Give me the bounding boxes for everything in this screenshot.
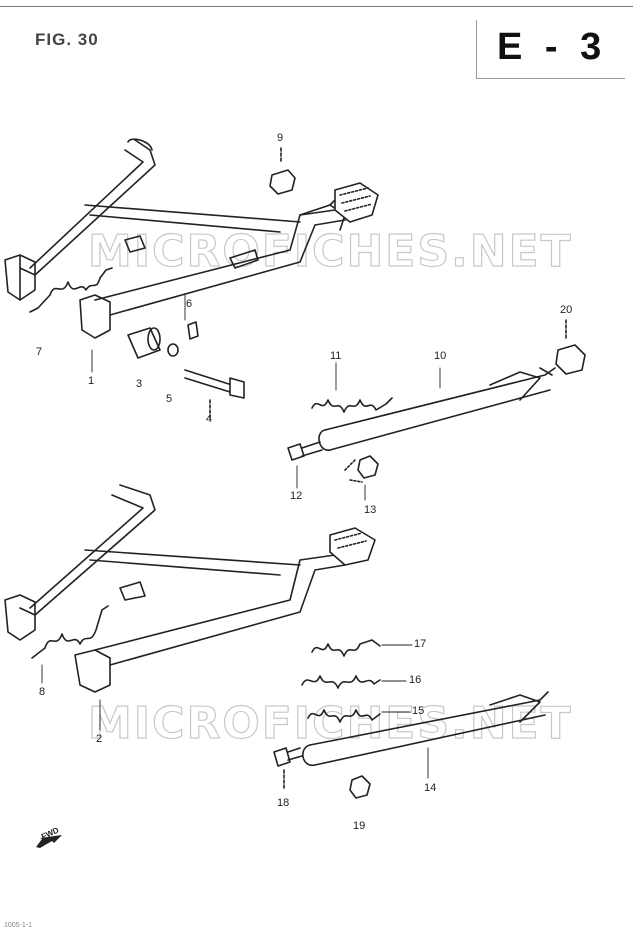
side-stand-upper xyxy=(287,319,586,483)
callout-6: 6 xyxy=(186,298,193,310)
watermark-top: MICROFICHES.NET xyxy=(87,225,573,277)
callout-11: 11 xyxy=(330,350,342,362)
section-code: E - 3 xyxy=(497,26,608,68)
leader-lines xyxy=(41,294,441,779)
callout-18: 18 xyxy=(277,797,290,809)
callout-12: 12 xyxy=(290,490,303,502)
callout-10: 10 xyxy=(434,350,447,362)
center-stand-lower xyxy=(4,484,376,693)
parts-3-4-5-pivot xyxy=(127,321,245,421)
callout-16: 16 xyxy=(409,674,422,686)
callout-4: 4 xyxy=(206,413,213,425)
callout-15: 15 xyxy=(412,705,425,717)
part-9-rubber-stopper xyxy=(269,147,296,195)
callout-8: 8 xyxy=(39,686,46,698)
callout-9: 9 xyxy=(277,132,284,144)
callout-20: 20 xyxy=(560,304,573,316)
center-stand-upper xyxy=(4,138,379,339)
callout-19: 19 xyxy=(353,820,366,832)
callout-3: 3 xyxy=(136,378,143,390)
forward-arrow-icon xyxy=(36,835,62,848)
side-stand-lower xyxy=(273,639,549,799)
callout-14: 14 xyxy=(424,782,437,794)
callout-7: 7 xyxy=(36,346,43,358)
figure-label: FIG. 30 xyxy=(35,30,99,49)
section-badge: E - 3 xyxy=(476,20,625,79)
callout-17: 17 xyxy=(414,638,427,650)
page-footer-code: 1005-1-1 xyxy=(4,922,33,929)
callout-2: 2 xyxy=(96,733,103,745)
top-border-line xyxy=(0,6,633,7)
callout-13: 13 xyxy=(364,504,377,516)
callout-5: 5 xyxy=(166,393,173,405)
callout-1: 1 xyxy=(88,375,95,387)
